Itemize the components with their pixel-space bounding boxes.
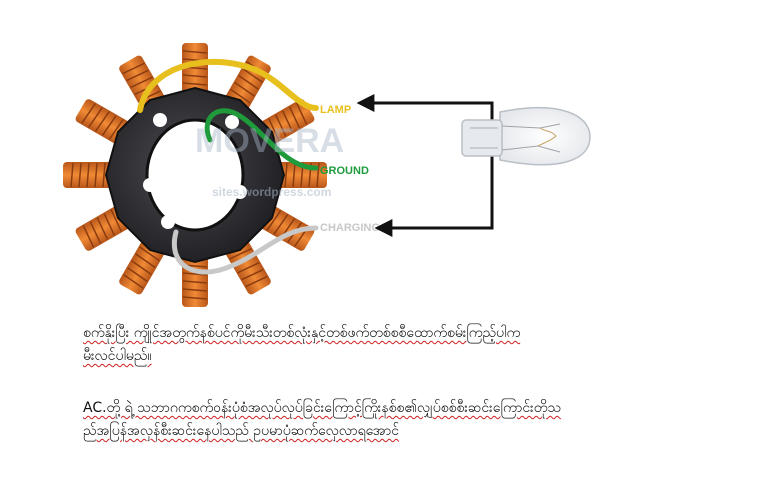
lamp-wire [137,58,319,113]
wires [137,58,319,275]
stator-wiring-diagram: LAMP GROUND CHARGING MOVERA sites.wordpr… [63,43,591,307]
paragraph-1-line-2: မီးလင်ပါမည်။ [83,348,152,364]
charging-label: CHARGING [320,222,380,234]
stator-core [104,86,286,264]
charging-wire [171,225,319,275]
paragraph-2: AC.တို့ ရဲ့ သဘာဂကစက်ဝန်းပုံစံအလုပ်လုပ်ခြ… [83,397,713,443]
paragraph-1: စက်နိုးပြီး ကျိုင်အတွက်နစ်ပင်ကိုမီးသီးတစ… [83,322,703,368]
watermark-brand: MOVERA [195,122,344,160]
charging-arrow [374,150,494,237]
watermark-site: sites.wordpress.com [212,185,331,199]
paragraph-1-line-1: စက်နိုးပြီး ကျိုင်အတွက်နစ်ပင်ကိုမီးသီးတစ… [83,325,521,341]
bulb-icon [461,107,591,166]
lamp-label: LAMP [320,104,351,116]
paragraph-2-line-1: AC.တို့ ရဲ့ သဘာဂကစက်ဝန်းပုံစံအလုပ်လုပ်ခြ… [83,400,561,416]
ground-label: GROUND [320,165,369,177]
ground-wire [204,108,319,171]
paragraph-2-line-2: ည်အပြန်အလှန်စီးဆင်းနေပါသည် ဥပမာပုံဆက်လှေ… [83,423,400,439]
